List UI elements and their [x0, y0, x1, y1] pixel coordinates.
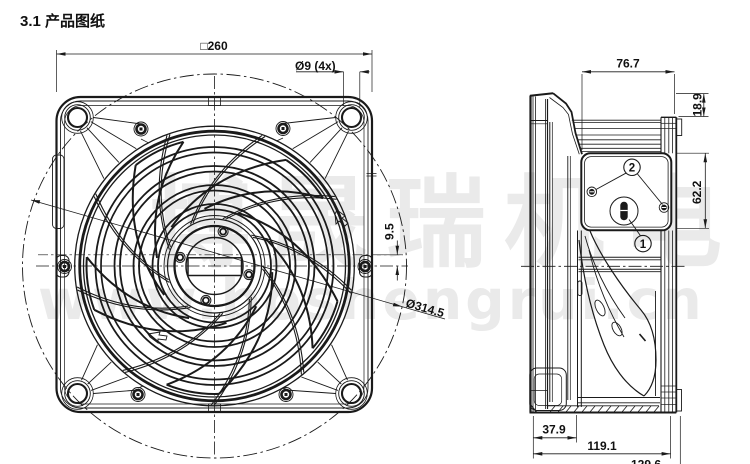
- callout-1: 1: [628, 219, 652, 253]
- front-view: □260 Ø9 (4x) Ø314.5: [22, 39, 446, 459]
- callout-1-label: 1: [640, 239, 647, 251]
- corner-struts: [80, 117, 349, 394]
- side-foot: [529, 367, 567, 411]
- dim-axis-offset-label: 9.5: [383, 223, 397, 240]
- dim-square-label: □260: [200, 39, 228, 53]
- dim-18-9: 18.9: [676, 93, 709, 117]
- dim-37-9: 37.9: [532, 415, 577, 459]
- dim-axis-offset: 9.5: [377, 223, 403, 281]
- dim-bolt-circle-label: Ø314.5: [404, 296, 446, 320]
- dim-129-6-label: 129.6: [631, 458, 661, 464]
- dim-18-9-label: 18.9: [691, 93, 705, 117]
- dim-76-7: 76.7: [581, 57, 675, 150]
- callout-2-label: 2: [629, 163, 635, 175]
- dim-37-9-label: 37.9: [542, 423, 566, 437]
- dim-119-1: 119.1: [533, 416, 671, 459]
- dim-62-2-label: 62.2: [690, 180, 704, 204]
- dim-corner-holes: Ø9 (4x): [295, 59, 370, 107]
- cable-gland: [609, 196, 639, 226]
- bolt-circle: [22, 73, 407, 459]
- dim-62-2: 62.2: [677, 152, 709, 229]
- side-impeller-curves: [577, 230, 661, 404]
- side-view: 2 1 76.7 1: [521, 57, 709, 464]
- terminal-box-screw-1: [586, 186, 598, 198]
- center-lines: [22, 73, 408, 459]
- side-rear-flange: [660, 116, 683, 413]
- dim-bolt-circle: Ø314.5: [30, 199, 446, 320]
- dim-129-6: 129.6: [631, 416, 681, 464]
- dim-119-1-label: 119.1: [587, 439, 617, 453]
- watermark-url: www.boshengrui.cn: [38, 268, 705, 332]
- side-bellmouth: [549, 122, 582, 407]
- side-front-flange: [529, 92, 583, 413]
- side-ribs: [571, 119, 661, 152]
- dim-square-260: □260: [56, 39, 373, 92]
- side-serration: [548, 405, 660, 413]
- direction-arrows: [147, 209, 349, 344]
- dim-holes-label: Ø9 (4x): [295, 59, 336, 73]
- terminal-box: [580, 152, 673, 232]
- page-title: 3.1 产品图纸: [20, 13, 106, 30]
- callout-2: 2: [595, 158, 663, 205]
- terminal-box-screw-2: [658, 202, 670, 213]
- dim-76-7-label: 76.7: [616, 57, 640, 71]
